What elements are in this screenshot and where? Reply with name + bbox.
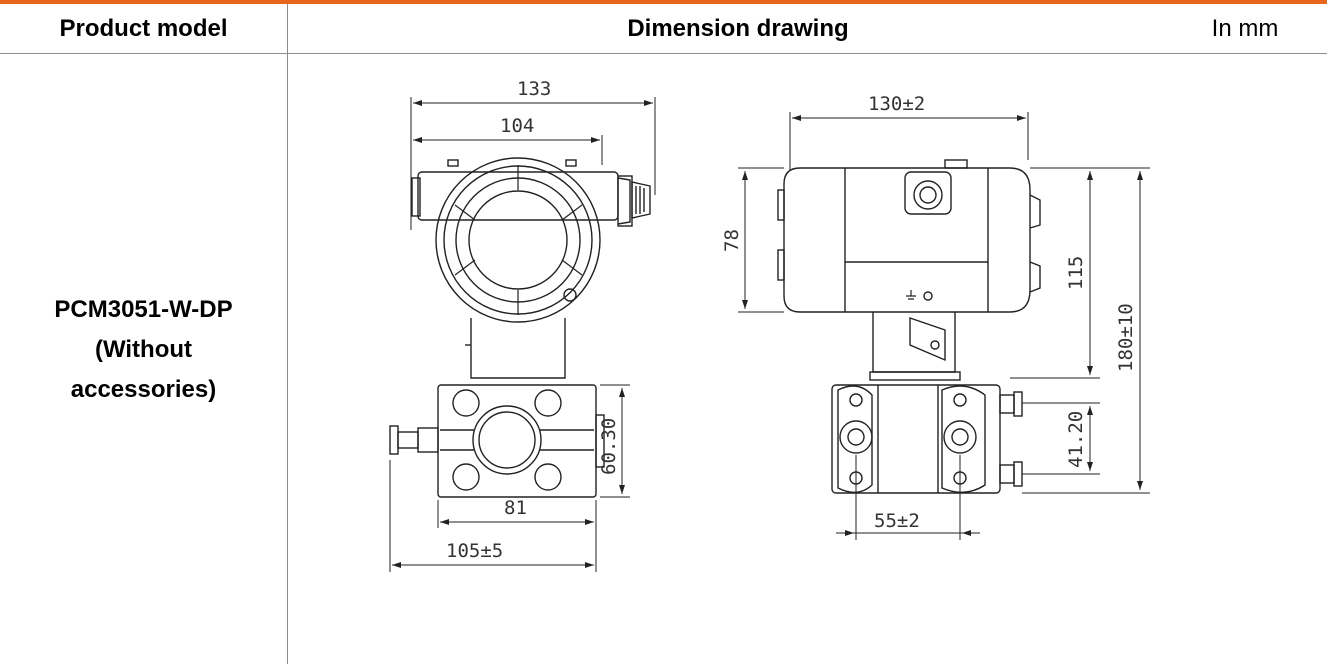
dim-housing-height: 78 <box>721 229 743 252</box>
column-divider <box>287 4 288 664</box>
dim-flange-width-side: 55±2 <box>874 510 920 532</box>
header-dimension-drawing: Dimension drawing <box>627 15 849 42</box>
dim-width-housing: 104 <box>500 115 534 137</box>
dim-top-height: 115 <box>1065 256 1087 290</box>
dim-flange-height: 60.30 <box>598 418 620 475</box>
dimension-drawing: 133 104 <box>389 78 1150 572</box>
header-unit: In mm <box>1211 15 1279 42</box>
dim-width-with-valve: 105±5 <box>446 540 503 562</box>
model-line-2: (Without <box>94 336 193 363</box>
model-line-1: PCM3051-W-DP <box>54 296 233 323</box>
dim-process-spacing: 41.20 <box>1065 411 1087 468</box>
dim-flange-width: 81 <box>504 497 527 519</box>
side-view: 130±2 78 115 <box>721 93 1150 540</box>
header-accent-rule <box>0 0 1327 4</box>
dim-width-overall: 133 <box>517 78 551 100</box>
dim-housing-length: 130±2 <box>868 93 925 115</box>
table-header-row: Product model Dimension drawing In mm <box>0 4 1327 54</box>
dim-total-height: 180±10 <box>1115 303 1137 372</box>
header-product-model: Product model <box>59 15 228 42</box>
model-line-3: accessories) <box>70 376 217 403</box>
front-view: 133 104 <box>389 78 656 572</box>
product-model-cell: PCM3051-W-DP (Without accessories) <box>0 290 287 410</box>
